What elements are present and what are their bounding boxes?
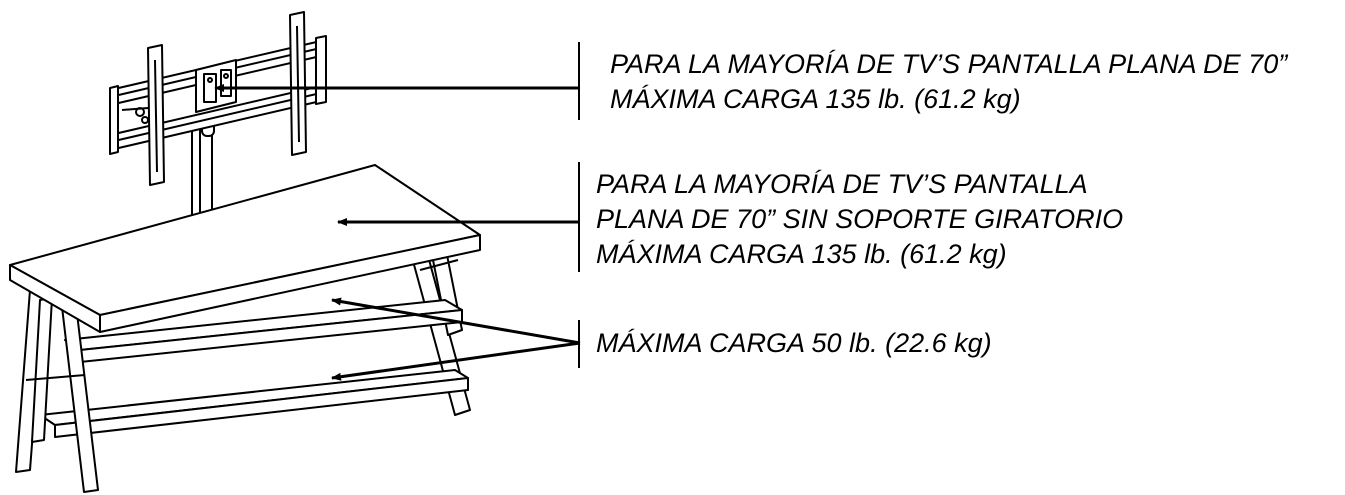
mount-center-plate <box>195 59 237 113</box>
mount-load-label: PARA LA MAYORÍA DE TV’S PANTALLA PLANA D… <box>610 47 1287 117</box>
mount-vertical-arms <box>147 11 307 186</box>
top-shelf-callout-bar <box>578 162 580 272</box>
bottom-shelf <box>39 369 469 438</box>
middle-shelf <box>64 299 463 363</box>
top-shelf-load-line-2: PLANA DE 70” SIN SOPORTE GIRATORIO <box>596 204 1124 234</box>
bottom-shelf-arrow <box>331 341 581 381</box>
top-shelf-load-line-3: MÁXIMA CARGA 135 lb. (61.2 kg) <box>596 239 1007 269</box>
mount-pole <box>191 119 215 221</box>
lower-shelves-load-line-1: MÁXIMA CARGA 50 lb. (22.6 kg) <box>596 328 992 358</box>
lower-shelves-callout-bar <box>578 320 580 368</box>
top-shelf-load-line-1: PARA LA MAYORÍA DE TV’S PANTALLA <box>596 169 1088 199</box>
top-shelf <box>9 164 481 333</box>
mount-load-line-1: PARA LA MAYORÍA DE TV’S PANTALLA PLANA D… <box>610 49 1288 79</box>
mount-load-line-2: MÁXIMA CARGA 135 lb. (61.2 kg) <box>610 84 1021 114</box>
middle-shelf-arrow <box>331 297 581 345</box>
lower-shelves-load-label: MÁXIMA CARGA 50 lb. (22.6 kg) <box>596 326 992 361</box>
top-shelf-load-label: PARA LA MAYORÍA DE TV’S PANTALLA PLANA D… <box>596 167 1123 272</box>
mount-callout-bar <box>578 42 580 120</box>
